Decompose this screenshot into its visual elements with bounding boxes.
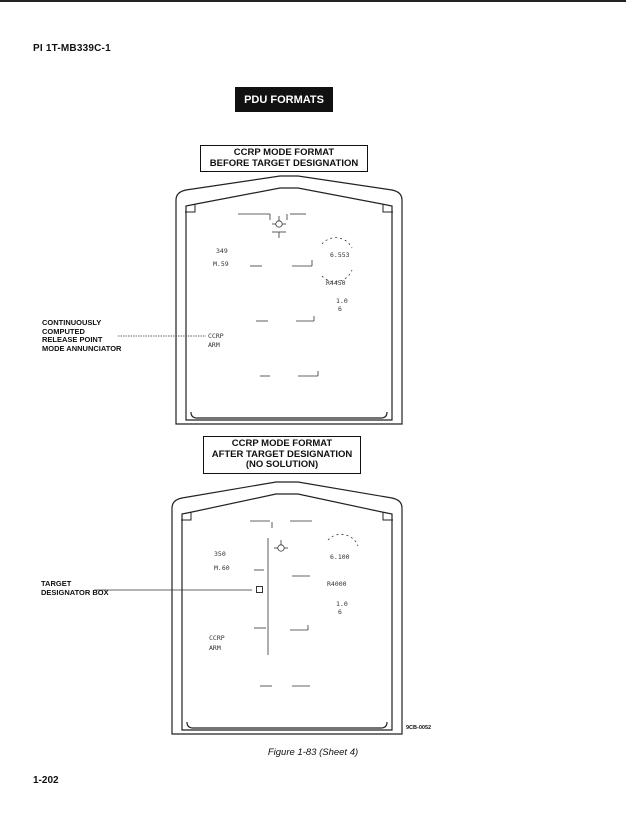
hud-top-text: 349 M.59 6.553 R4450 1.0 6 CCRP ARM: [208, 247, 350, 349]
hud-mode-annunciator: CCRP: [208, 332, 224, 340]
target-designator-box: [256, 586, 263, 593]
hud-heading: 349: [216, 247, 228, 255]
hud-bottom-text: 350 M.60 6.100 R4000 1.0 6 CCRP ARM: [209, 550, 350, 652]
target-designator-callout: TARGET DESIGNATOR BOX: [41, 579, 109, 597]
mode-annunciator-callout: CONTINUOUSLY COMPUTED RELEASE POINT MODE…: [42, 318, 122, 353]
hud-range: 6.100: [330, 553, 350, 561]
callout-line: MODE ANNUNCIATOR: [42, 343, 122, 353]
hud-altitude: R4000: [327, 580, 347, 588]
callout-line: TARGET: [41, 579, 72, 588]
hud-g-label: 1.0: [336, 297, 348, 305]
hud-g-value: 6: [338, 305, 342, 313]
figure-top-caption-line: CCRP MODE FORMAT: [233, 147, 335, 158]
pdu-inner-frame: [185, 187, 393, 421]
hud-g-label: 1.0: [336, 600, 348, 608]
figure-caption: Figure 1-83 (Sheet 4): [267, 747, 359, 758]
pdu-bottom-lip: [186, 721, 388, 729]
callout-line: RELEASE POINT: [42, 335, 103, 344]
figure-bottom-caption-line: CCRP MODE FORMAT: [231, 438, 333, 449]
callout-line: DESIGNATOR BOX: [41, 587, 109, 597]
range-arc: [327, 533, 359, 547]
top-rule: [0, 0, 626, 2]
figure-bottom-caption-line: AFTER TARGET DESIGNATION: [211, 448, 353, 460]
hud-heading: 350: [214, 550, 226, 558]
flight-path-marker: [275, 220, 283, 228]
figure-top-caption-line: BEFORE TARGET DESIGNATION: [209, 157, 359, 169]
hud-top-symbology: [118, 213, 353, 377]
range-arc: [321, 237, 353, 249]
pdu-display-bottom: [171, 481, 403, 735]
figure-bottom-caption: CCRP MODE FORMAT AFTER TARGET DESIGNATIO…: [203, 436, 361, 474]
pdu-inner-frame: [181, 493, 393, 731]
pdu-display-top: [175, 175, 403, 425]
figure-code: 9CB-0052: [406, 725, 432, 731]
hud-mode-annunciator: CCRP: [209, 634, 225, 642]
hud-mach: M.60: [214, 564, 230, 572]
pdu-outer-frame: [175, 175, 403, 425]
figure-bottom-caption-line: (NO SOLUTION): [245, 459, 319, 470]
callout-line: COMPUTED: [42, 326, 85, 336]
hud-arm: ARM: [208, 341, 220, 349]
page-number: 1-202: [33, 775, 59, 786]
section-title: PDU FORMATS: [235, 87, 333, 112]
figure-top-caption: CCRP MODE FORMAT BEFORE TARGET DESIGNATI…: [200, 145, 368, 172]
document-id: PI 1T-MB339C-1: [33, 43, 111, 54]
hud-range: 6.553: [330, 251, 350, 259]
flight-path-marker: [277, 544, 285, 552]
hud-bottom-symbology: [94, 520, 359, 687]
pdu-outer-frame: [171, 481, 403, 735]
callout-line: CONTINUOUSLY: [42, 318, 102, 327]
hud-arm: ARM: [209, 644, 221, 652]
hud-mach: M.59: [213, 260, 229, 268]
hud-g-value: 6: [338, 608, 342, 616]
pdu-bottom-lip: [190, 411, 388, 419]
hud-altitude: R4450: [326, 279, 346, 287]
